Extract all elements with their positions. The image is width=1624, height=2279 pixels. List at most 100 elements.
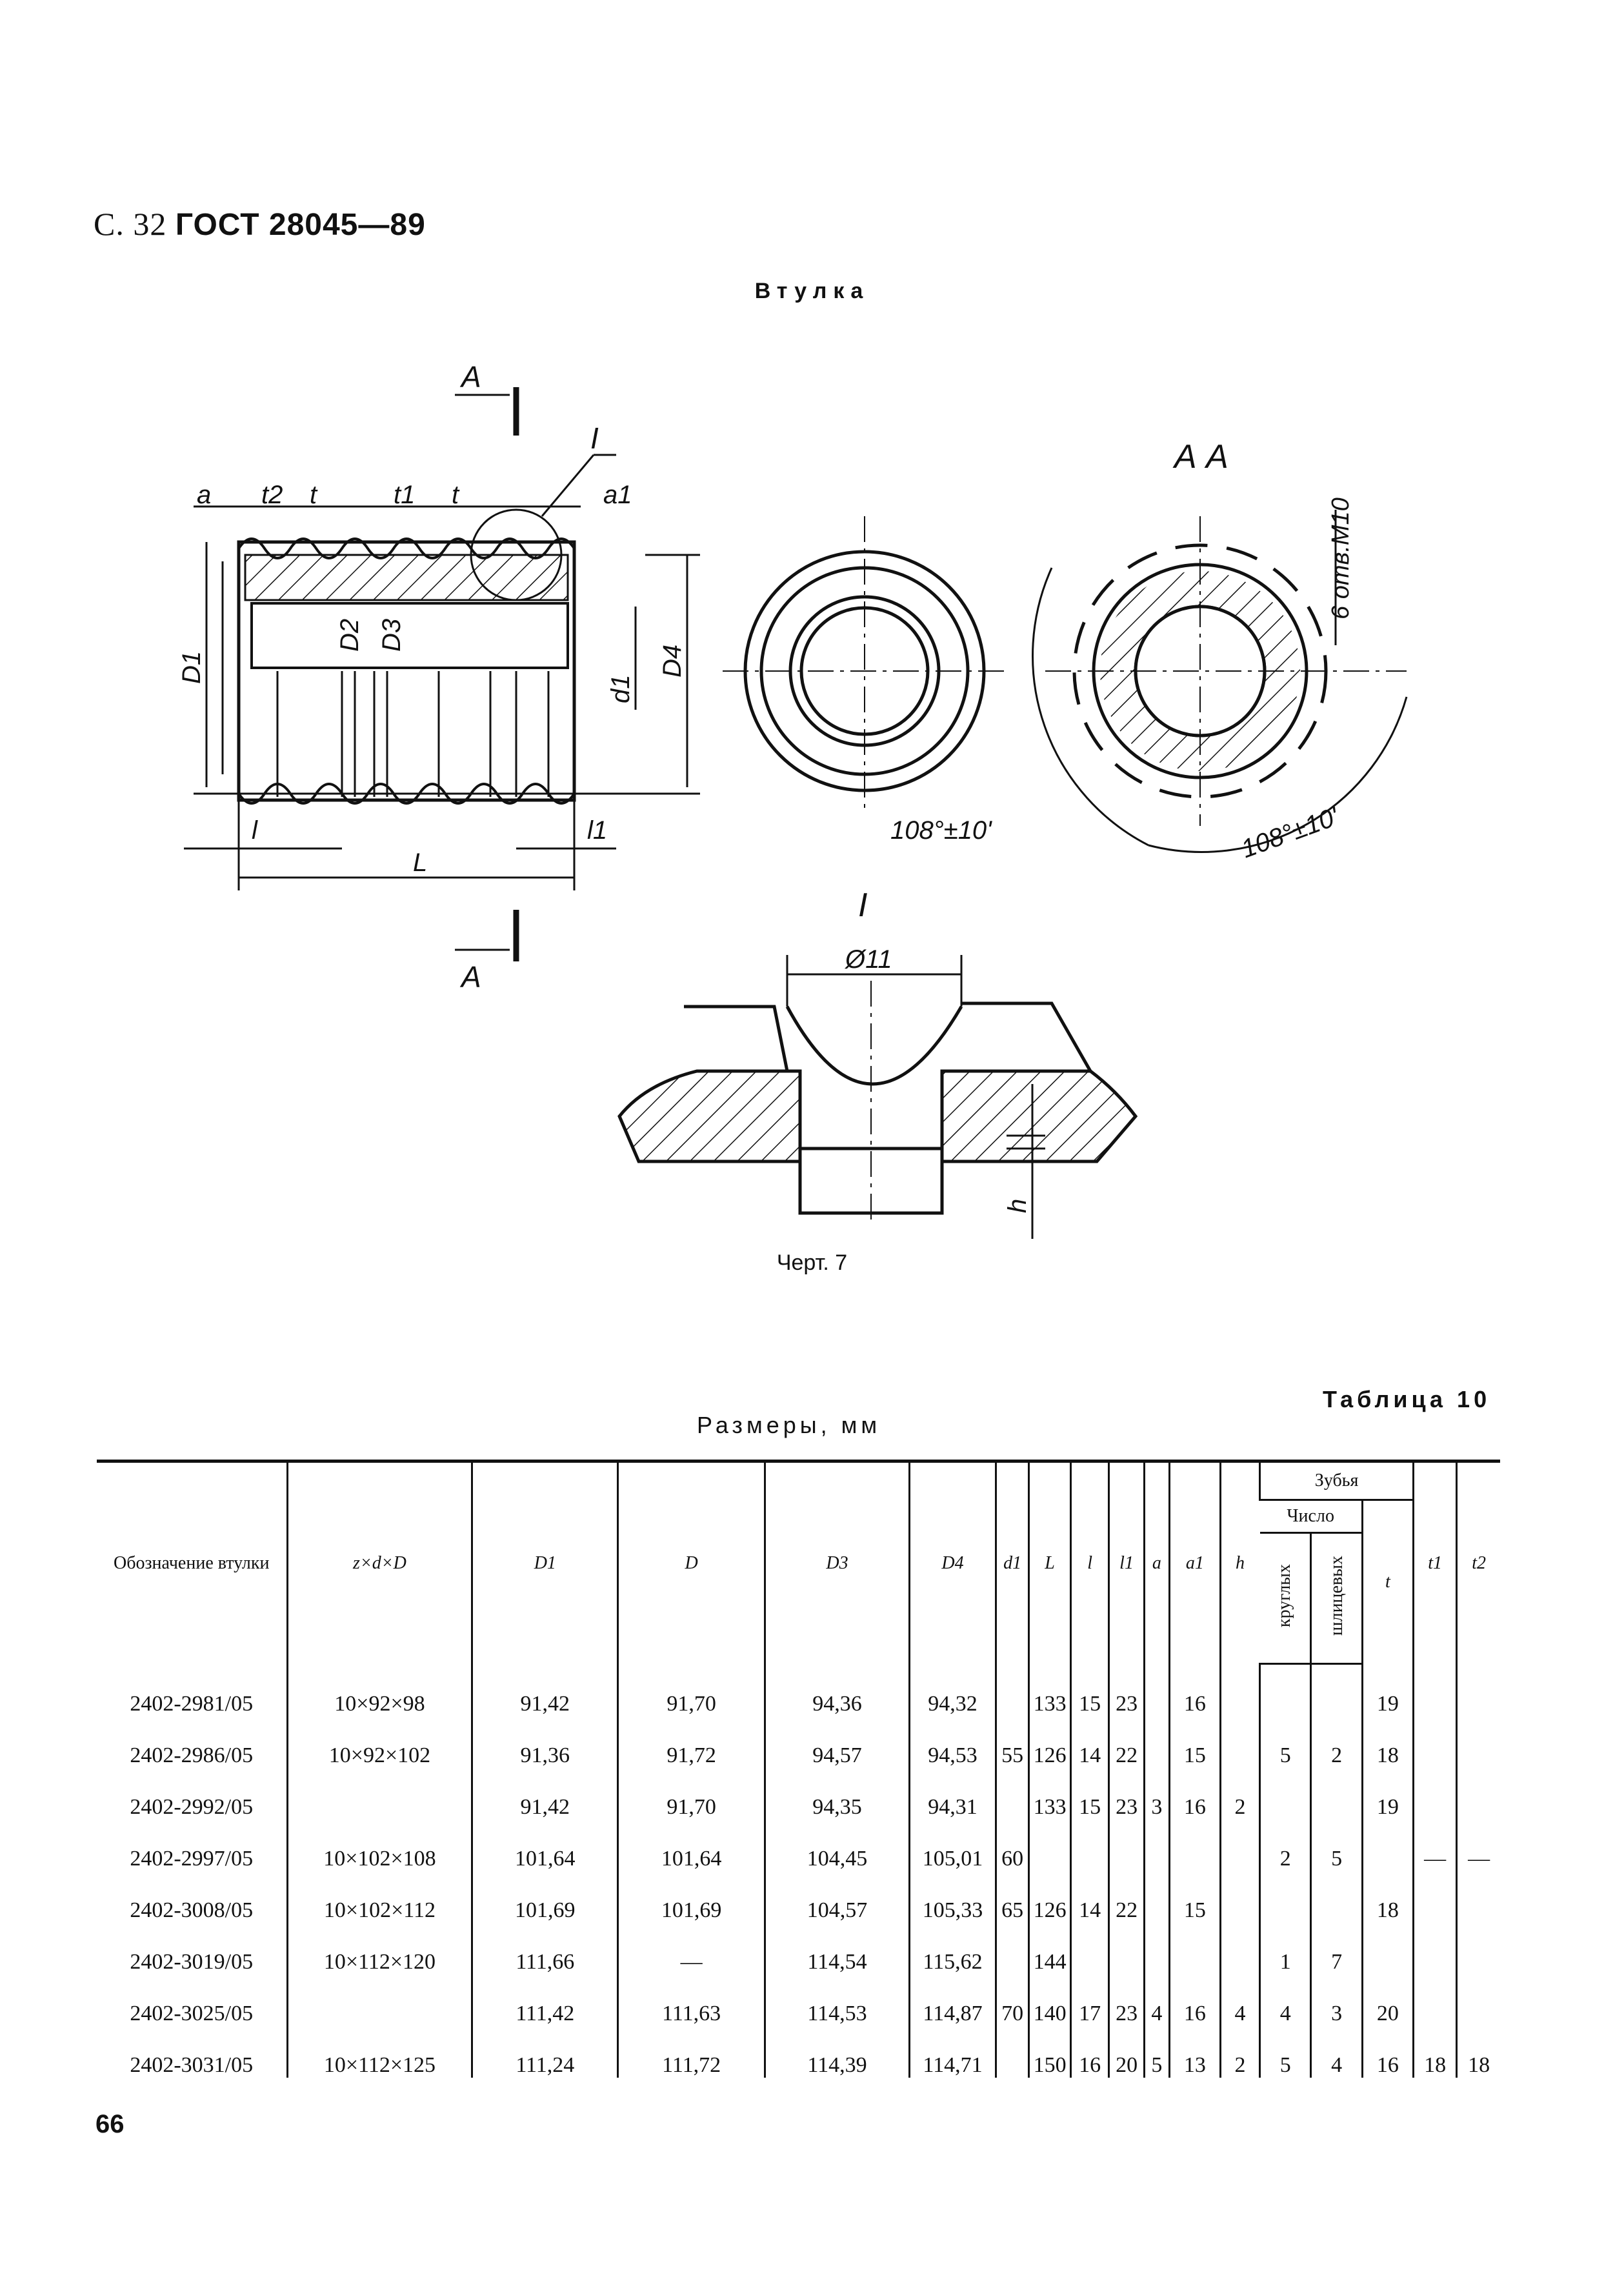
cell-a: 4 [1143, 1974, 1170, 2026]
cell-t2 [1456, 1923, 1500, 1974]
cell-d1 [995, 1923, 1029, 1974]
cell-l: 15 [1070, 1768, 1109, 1820]
label-a-top: А [459, 360, 481, 394]
cell-t1 [1412, 1663, 1457, 1716]
cell-D3: 104,57 [764, 1871, 910, 1923]
cell-zdD: 10×102×112 [286, 1871, 472, 1923]
th-a1: a1 [1168, 1460, 1221, 1664]
cell-D3: 94,36 [764, 1663, 910, 1716]
cell-a1: 15 [1168, 1871, 1221, 1923]
cell-spline [1310, 1768, 1363, 1820]
cell-t: 20 [1361, 1974, 1414, 2026]
th-D: D [617, 1460, 765, 1664]
cell-l1: 22 [1108, 1716, 1145, 1768]
cell-D1: 111,42 [471, 1974, 618, 2026]
th-round: круглых [1259, 1532, 1311, 1665]
th-a: a [1143, 1460, 1170, 1664]
cell-l: 17 [1070, 1974, 1109, 2026]
detail-view [617, 955, 1138, 1239]
cell-L: 144 [1028, 1923, 1071, 1974]
dim-l1: l1 [587, 816, 607, 845]
cell-a: 5 [1143, 2026, 1170, 2078]
cell-L: 150 [1028, 2026, 1071, 2078]
cell-spline [1310, 1663, 1363, 1716]
drawing-title: Втулка [754, 279, 870, 303]
cell-a [1143, 1663, 1170, 1716]
cell-t1 [1412, 1716, 1457, 1768]
cell-D3: 94,35 [764, 1768, 910, 1820]
label-detail: I [858, 887, 867, 924]
cell-l1: 20 [1108, 2026, 1145, 2078]
cell-t2 [1456, 1871, 1500, 1923]
cell-D4: 94,32 [908, 1663, 996, 1716]
dim-a: a [197, 481, 211, 509]
cell-D4: 94,53 [908, 1716, 996, 1768]
cell-round: 2 [1259, 1820, 1311, 1871]
cell-t [1361, 1923, 1414, 1974]
technical-drawing: А А I А А I Ø11 108°±10' 108°±10' 6 отв.… [177, 360, 1408, 1239]
cell-a1: 16 [1168, 1974, 1221, 2026]
cell-t1: — [1412, 1820, 1457, 1871]
label-section-aa: А А [1172, 438, 1228, 476]
cell-spline: 7 [1310, 1923, 1363, 1974]
cell-l: 16 [1070, 2026, 1109, 2078]
cell-t2 [1456, 1716, 1500, 1768]
th-h: h [1219, 1460, 1260, 1664]
label-diameter: Ø11 [844, 945, 892, 974]
cell-t2 [1456, 1974, 1500, 2026]
cell-L: 140 [1028, 1974, 1071, 2026]
cell-t1 [1412, 1923, 1457, 1974]
cell-h [1219, 1663, 1260, 1716]
th-zdD: z×d×D [286, 1460, 472, 1664]
page-header: С. 32 ГОСТ 28045—89 [94, 205, 426, 243]
cell-zdD [286, 1768, 472, 1820]
cell-h [1219, 1871, 1260, 1923]
th-D3: D3 [764, 1460, 910, 1664]
cell-a1 [1168, 1923, 1221, 1974]
table-subtitle: Размеры, мм [697, 1412, 881, 1438]
th-l: l [1070, 1460, 1109, 1664]
cell-zdD [286, 1974, 472, 2026]
label-detail-ref: I [590, 421, 599, 455]
label-a-bottom: А [459, 960, 481, 994]
dim-t-2: t [452, 481, 460, 509]
cell-h [1219, 1820, 1260, 1871]
th-L: L [1028, 1460, 1071, 1664]
cell-des: 2402-3031/05 [130, 2053, 254, 2077]
dim-t-1: t [310, 481, 318, 509]
cell-des: 2402-2986/05 [130, 1743, 254, 1767]
cell-zdD: 10×112×120 [286, 1923, 472, 1974]
cell-zdD: 10×92×102 [286, 1716, 472, 1768]
cell-D: 111,63 [617, 1974, 765, 2026]
cell-L [1028, 1820, 1071, 1871]
cell-round [1259, 1871, 1311, 1923]
cell-L: 133 [1028, 1663, 1071, 1716]
cell-round: 1 [1259, 1923, 1311, 1974]
cell-t: 19 [1361, 1663, 1414, 1716]
cell-a [1143, 1923, 1170, 1974]
dim-D2: D2 [336, 619, 364, 652]
cell-d1 [995, 2026, 1029, 2078]
dim-D1: D1 [177, 651, 206, 684]
cell-l: 14 [1070, 1871, 1109, 1923]
cell-D4: 114,87 [908, 1974, 996, 2026]
cell-a1: 16 [1168, 1768, 1221, 1820]
bushing-body [237, 540, 576, 802]
cell-a1: 16 [1168, 1663, 1221, 1716]
cell-a [1143, 1716, 1170, 1768]
cell-D3: 94,57 [764, 1716, 910, 1768]
cell-spline: 5 [1310, 1820, 1363, 1871]
cell-D4: 105,01 [908, 1820, 996, 1871]
cell-D1: 91,42 [471, 1663, 618, 1716]
cell-h: 2 [1219, 2026, 1260, 2078]
cell-l [1070, 1923, 1109, 1974]
cell-zdD: 10×92×98 [286, 1663, 472, 1716]
cell-round: 5 [1259, 1716, 1311, 1768]
cell-D: 111,72 [617, 2026, 765, 2078]
cell-t2 [1456, 1663, 1500, 1716]
cell-t1 [1412, 1768, 1457, 1820]
dim-a1: a1 [603, 481, 632, 509]
